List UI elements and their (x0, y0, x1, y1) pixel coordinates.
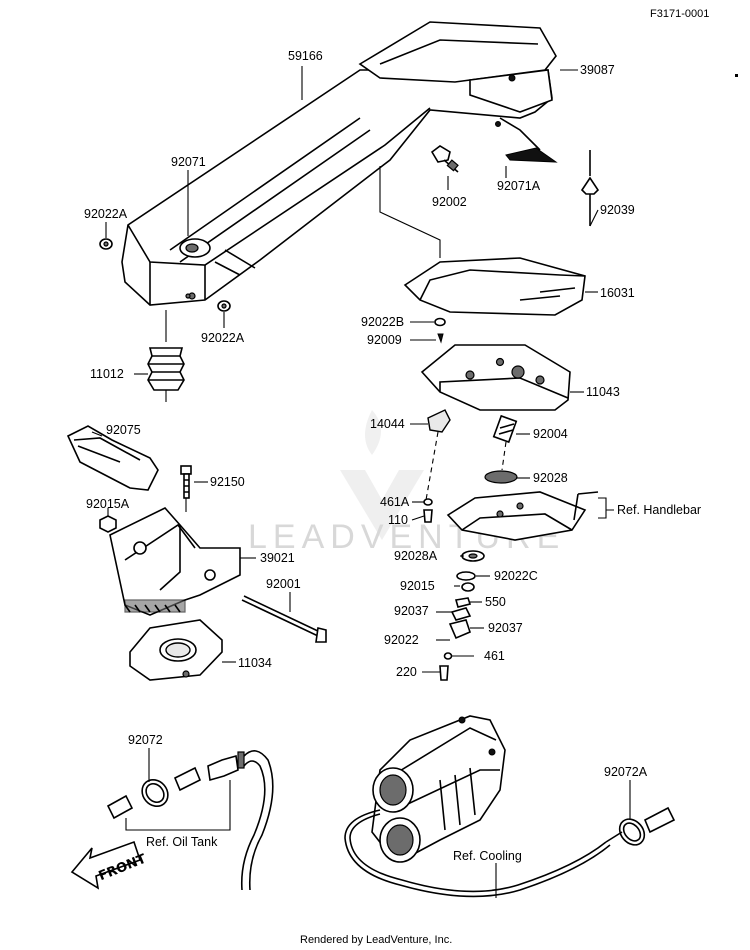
oring-461A (423, 498, 433, 506)
label-92015: 92015 (400, 579, 435, 593)
label-92037-right: 92037 (488, 621, 523, 635)
label-16031: 16031 (600, 286, 635, 300)
nut-92015 (461, 582, 475, 592)
label-92022C: 92022C (494, 569, 538, 583)
handle-pad (358, 21, 557, 127)
label-92022B: 92022B (361, 315, 404, 329)
washer-92028 (484, 470, 518, 484)
label-92015A: 92015A (86, 497, 130, 511)
label-ref-handlebar: Ref. Handlebar (617, 503, 701, 517)
oring-461 (443, 652, 453, 660)
label-92022: 92022 (384, 633, 419, 647)
label-39021: 39021 (260, 551, 295, 565)
grip-92075 (66, 425, 159, 491)
bracket-39021 (109, 507, 241, 616)
jet-pump-housing (371, 715, 506, 863)
label-92039: 92039 (600, 203, 635, 217)
label-550: 550 (485, 595, 506, 609)
clip-92037-a (450, 607, 472, 621)
washer-92022B (434, 317, 446, 327)
watermark-logo (340, 410, 424, 540)
label-92072: 92072 (128, 733, 163, 747)
cooling-hose-inner (349, 813, 607, 893)
washer-hole (221, 303, 227, 309)
bolt-92002 (430, 145, 459, 173)
label-461A: 461A (380, 495, 410, 509)
stud-92004 (492, 414, 518, 444)
screw-220 (439, 665, 449, 681)
label-92028A: 92028A (394, 549, 438, 563)
plate-11043 (420, 344, 571, 411)
washer-hole (468, 553, 478, 559)
label-92004: 92004 (533, 427, 568, 441)
bolt-92150 (180, 465, 192, 512)
label-92002: 92002 (432, 195, 467, 209)
label-11012: 11012 (90, 367, 124, 381)
label-39087: 39087 (580, 63, 615, 77)
shaft-92001 (241, 595, 327, 643)
label-92075: 92075 (106, 423, 141, 437)
label-92022A-left: 92022A (84, 207, 128, 221)
pin-550 (454, 597, 472, 608)
label-ref-cooling: Ref. Cooling (453, 849, 522, 863)
label-92071: 92071 (171, 155, 206, 169)
edge-mark (735, 74, 738, 77)
label-92028: 92028 (533, 471, 568, 485)
label-92072A: 92072A (604, 765, 648, 779)
label-92022A-right: 92022A (201, 331, 245, 345)
label-14044: 14044 (370, 417, 405, 431)
diagram-id: F3171-0001 (650, 8, 709, 20)
washer-92022C (456, 571, 476, 581)
label-59166: 59166 (288, 49, 323, 63)
label-11043: 11043 (586, 385, 620, 399)
washer-hole (103, 241, 109, 247)
label-92150: 92150 (210, 475, 245, 489)
cover-16031 (403, 257, 586, 316)
clip-92037-b (448, 619, 471, 640)
oil-hose-assembly (106, 750, 274, 891)
handlebar-plate (446, 491, 599, 541)
label-ref-oil-tank: Ref. Oil Tank (146, 835, 218, 849)
label-92037-left: 92037 (394, 604, 429, 618)
leader-lines (91, 66, 631, 820)
clamp-92072A (605, 806, 676, 846)
label-92071A: 92071A (497, 179, 541, 193)
label-92009: 92009 (367, 333, 402, 347)
label-92001: 92001 (266, 577, 301, 591)
nut-92015A (99, 515, 117, 533)
label-11034: 11034 (238, 656, 272, 670)
screw-92009 (437, 333, 444, 344)
part-labels: 59166 39087 92071 92002 92071A 92039 920… (84, 49, 701, 863)
rivet-92039 (580, 150, 600, 226)
label-461: 461 (484, 649, 505, 663)
cooling-hose (344, 809, 611, 898)
base-11034 (129, 619, 223, 681)
label-110: 110 (388, 513, 408, 527)
footer-credit: Rendered by LeadVenture, Inc. (300, 934, 452, 946)
bellows-11012 (147, 310, 185, 402)
switch-14044 (427, 409, 451, 433)
bracket-92071A (499, 117, 558, 163)
bolt-110 (423, 509, 433, 523)
front-arrow: FRONT (70, 840, 148, 890)
label-220: 220 (396, 665, 417, 679)
